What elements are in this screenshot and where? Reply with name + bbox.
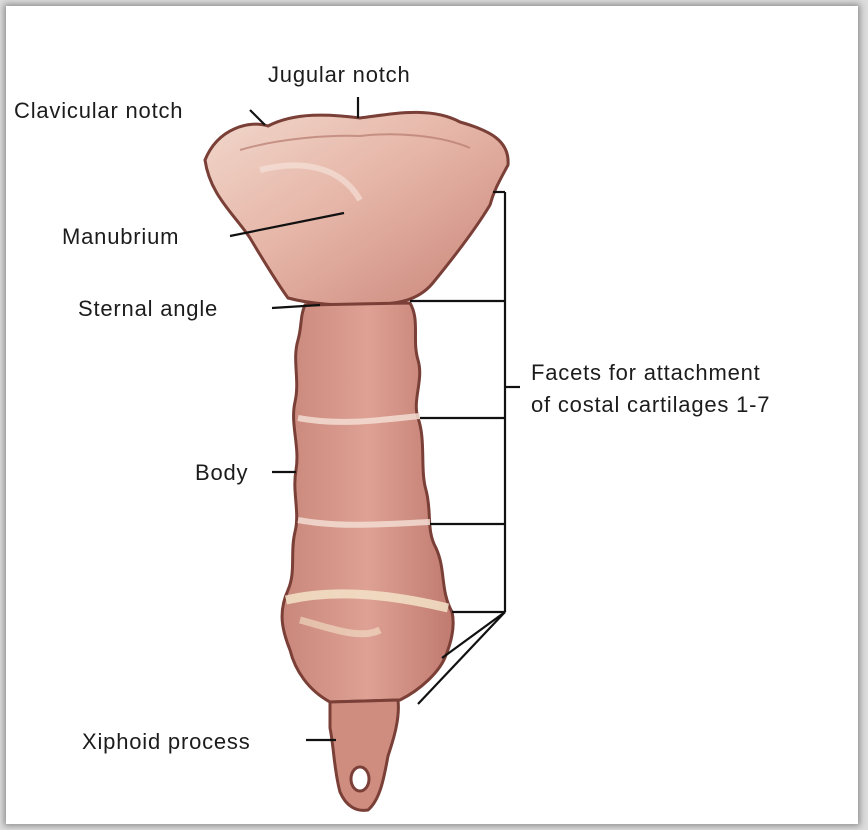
manubrium-bone bbox=[205, 112, 508, 305]
label-manubrium: Manubrium bbox=[62, 224, 179, 250]
label-body: Body bbox=[195, 460, 248, 486]
label-clavicular-notch: Clavicular notch bbox=[14, 98, 183, 124]
xiphoid-bone bbox=[330, 700, 398, 810]
label-xiphoid-process: Xiphoid process bbox=[82, 729, 251, 755]
label-facets-line1: Facets for attachment bbox=[531, 360, 761, 386]
label-facets-line2: of costal cartilages 1-7 bbox=[531, 392, 770, 418]
label-sternal-angle: Sternal angle bbox=[78, 296, 218, 322]
label-jugular-notch: Jugular notch bbox=[268, 62, 411, 88]
sternal-body-bone bbox=[282, 303, 453, 702]
